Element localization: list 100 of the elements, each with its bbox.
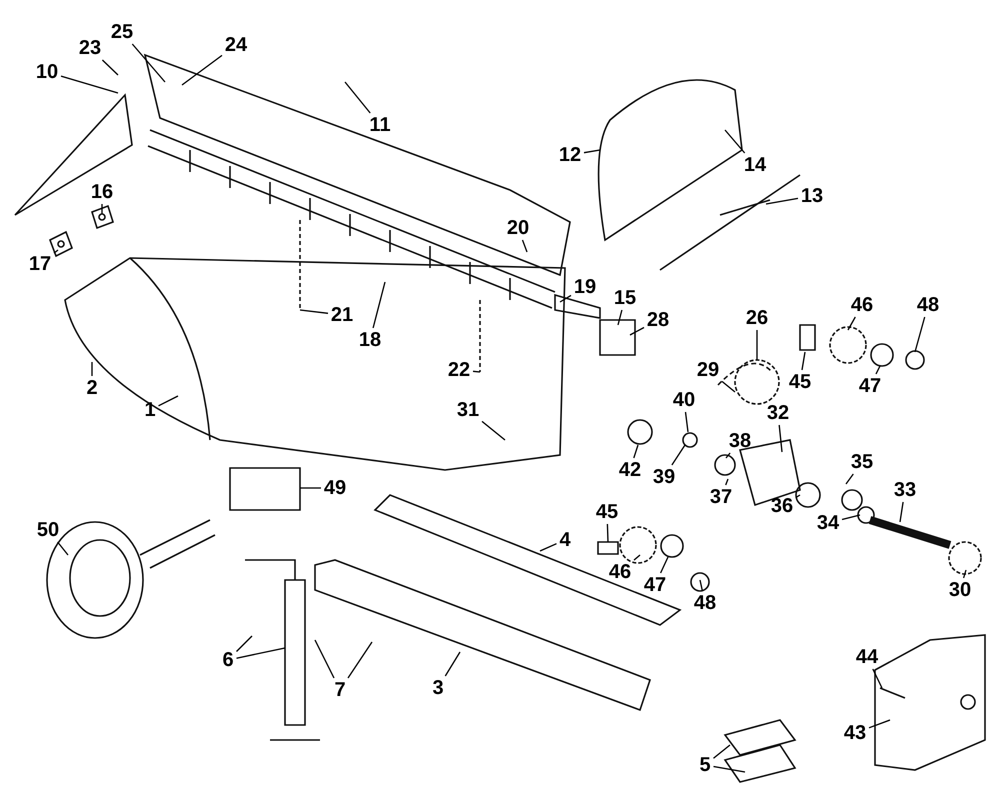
callout-number: 2 xyxy=(85,377,99,399)
leader-line xyxy=(633,444,639,458)
callout-number: 7 xyxy=(333,679,347,701)
leader-line xyxy=(101,204,103,214)
callout-number: 33 xyxy=(892,479,918,501)
callout-number: 21 xyxy=(330,304,354,326)
leader-line xyxy=(778,424,783,452)
leader-line xyxy=(713,766,746,773)
leader-line xyxy=(57,542,68,556)
callout-number: 46 xyxy=(608,561,632,583)
leader-line xyxy=(660,556,669,574)
callout-number: 39 xyxy=(652,466,676,488)
leader-line xyxy=(801,352,806,370)
leader-line xyxy=(444,652,461,676)
leader-line xyxy=(60,75,118,94)
callout-number: 25 xyxy=(110,21,134,43)
leader-line xyxy=(560,294,572,303)
callout-number: 46 xyxy=(850,294,874,316)
callout-number: 15 xyxy=(612,287,638,309)
leader-line xyxy=(671,444,686,466)
callout-number: 6 xyxy=(221,649,235,671)
leader-line xyxy=(540,543,557,552)
callout-number: 38 xyxy=(728,430,752,452)
callout-number: 44 xyxy=(854,646,880,668)
leader-line xyxy=(724,130,746,154)
callout-number: 16 xyxy=(90,181,114,203)
callout-number: 19 xyxy=(572,276,598,298)
leader-line xyxy=(300,487,321,489)
callout-number: 20 xyxy=(506,217,530,239)
leader-line xyxy=(54,249,58,254)
leader-line xyxy=(132,44,166,82)
leader-line xyxy=(300,309,328,314)
callout-number: 1 xyxy=(143,399,157,421)
leader-line xyxy=(91,362,93,376)
callout-number: 17 xyxy=(28,253,52,275)
callout-number: 43 xyxy=(842,722,868,744)
callout-number: 22 xyxy=(446,359,472,381)
leader-line xyxy=(344,82,371,114)
leader-line xyxy=(482,420,506,440)
callout-number: 28 xyxy=(646,309,670,331)
leader-line xyxy=(314,640,335,678)
leader-line xyxy=(236,647,286,659)
callout-number: 29 xyxy=(696,359,720,381)
callout-number: 50 xyxy=(36,519,60,541)
leader-line xyxy=(914,316,926,352)
callout-number: 47 xyxy=(642,574,668,596)
callout-number: 45 xyxy=(594,501,620,523)
leader-line xyxy=(962,570,967,578)
leader-line xyxy=(872,668,883,688)
callout-number: 31 xyxy=(456,399,480,421)
callout-number: 35 xyxy=(850,451,874,473)
leader-line xyxy=(766,198,798,205)
leader-line xyxy=(158,395,178,406)
leader-line xyxy=(713,744,730,759)
leader-line xyxy=(347,642,373,678)
callout-number: 42 xyxy=(618,459,642,481)
callout-number: 34 xyxy=(816,512,840,534)
leader-line xyxy=(899,502,904,522)
callout-number: 18 xyxy=(358,329,382,351)
leader-line xyxy=(796,494,800,498)
leader-line xyxy=(725,478,729,486)
leader-line xyxy=(847,316,856,330)
leader-line xyxy=(102,60,118,76)
callout-number: 11 xyxy=(368,114,392,136)
callout-number: 40 xyxy=(672,389,696,411)
callout-number: 24 xyxy=(224,34,248,56)
leader-line xyxy=(630,326,644,336)
leader-line xyxy=(868,719,890,728)
leader-line xyxy=(634,554,640,561)
callout-number: 10 xyxy=(34,61,60,83)
callout-number: 36 xyxy=(770,495,794,517)
callout-number: 5 xyxy=(698,754,712,776)
callout-number: 4 xyxy=(558,529,572,551)
leader-line xyxy=(842,514,860,520)
callout-number: 45 xyxy=(788,371,812,393)
callout-number: 49 xyxy=(322,477,348,499)
leader-line xyxy=(472,370,480,373)
leader-line xyxy=(584,149,600,154)
leader-line xyxy=(684,412,689,432)
leader-line xyxy=(236,636,252,652)
leader-line xyxy=(845,474,854,484)
callout-number: 48 xyxy=(692,592,718,614)
leader-line xyxy=(617,310,623,326)
callout-number: 13 xyxy=(800,185,824,207)
leader-line xyxy=(182,54,222,86)
callout-number: 37 xyxy=(708,486,734,508)
callout-number: 47 xyxy=(858,375,882,397)
callout-number: 32 xyxy=(766,402,790,424)
leader-line xyxy=(606,524,609,542)
leader-line xyxy=(726,452,731,458)
leader-line xyxy=(875,366,881,374)
callout-number: 30 xyxy=(948,579,972,601)
callout-number: 3 xyxy=(431,677,445,699)
leader-line xyxy=(756,330,758,360)
leader-line xyxy=(372,282,386,328)
callout-number: 26 xyxy=(744,307,770,329)
leader-line xyxy=(522,240,528,252)
callout-number: 48 xyxy=(916,294,940,316)
leader-line xyxy=(722,380,736,392)
leader-line xyxy=(699,580,704,592)
